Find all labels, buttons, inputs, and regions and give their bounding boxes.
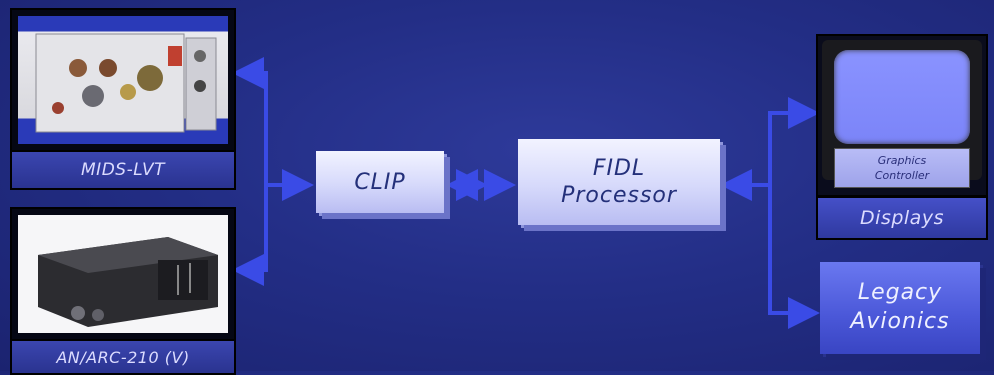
mids-lvt-hardware-icon <box>35 33 217 133</box>
displays-node: Graphics Controller Displays <box>816 34 988 240</box>
arrow-to-legacy <box>768 185 820 329</box>
graphics-label-line2: Controller <box>874 169 930 182</box>
arrow-to-displays <box>768 97 820 185</box>
monitor-bezel: Graphics Controller <box>822 40 982 188</box>
mids-lvt-image <box>18 16 228 144</box>
fidl-processor-box: FIDL Processor <box>518 139 720 225</box>
graphics-controller-panel: Graphics Controller <box>834 148 970 188</box>
arc-210-hardware-icon <box>38 237 218 327</box>
arrow-to-arc <box>232 185 268 286</box>
mids-lvt-label: MIDS-LVT <box>12 150 234 188</box>
monitor-screen <box>834 50 970 144</box>
arc-210-image <box>18 215 228 333</box>
clip-label: CLIP <box>354 169 406 195</box>
mids-lvt-node: MIDS-LVT <box>10 8 236 190</box>
legacy-avionics-box: Legacy Avionics <box>820 262 980 354</box>
clip-box: CLIP <box>316 151 444 213</box>
arc-210-node: AN/ARC-210 (V) <box>10 207 236 375</box>
displays-label: Displays <box>818 195 986 238</box>
arc-210-label: AN/ARC-210 (V) <box>12 339 234 373</box>
fidl-label-line2: Processor <box>561 183 677 208</box>
arrow-to-mids <box>232 57 268 185</box>
legacy-label-line1: Legacy <box>857 280 943 306</box>
graphics-label-line1: Graphics <box>877 154 927 167</box>
legacy-label-line2: Avionics <box>850 309 950 334</box>
fidl-label-line1: FIDL <box>592 155 646 181</box>
